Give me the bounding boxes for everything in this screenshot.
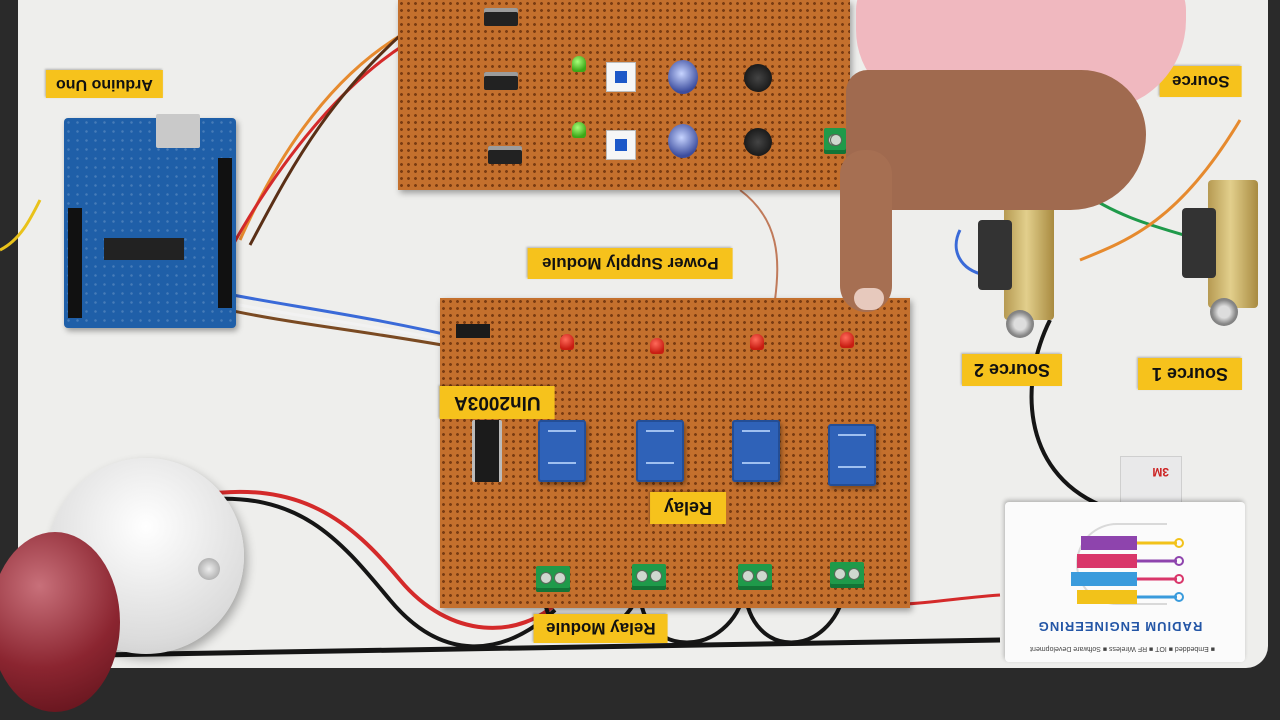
pin-header-analog bbox=[68, 208, 82, 318]
capacitor-1 bbox=[668, 60, 698, 94]
red-bulb bbox=[0, 532, 120, 712]
voltage-regulator-3 bbox=[488, 146, 522, 164]
label-arduino: Arduino Uno bbox=[46, 70, 163, 98]
relay-4 bbox=[828, 424, 876, 486]
pin-header-digital bbox=[218, 158, 232, 308]
hand bbox=[826, 0, 1186, 312]
red-led-4 bbox=[840, 332, 854, 348]
logo-name: RADIUM ENGINEERING bbox=[1037, 619, 1203, 634]
microcontroller-chip bbox=[104, 238, 184, 260]
green-led-1 bbox=[572, 56, 586, 72]
palm bbox=[846, 70, 1146, 210]
circuit-brain-icon bbox=[1071, 523, 1184, 605]
relay-terminal-3 bbox=[738, 564, 772, 590]
pointing-finger bbox=[840, 150, 892, 312]
voltage-regulator-1 bbox=[484, 8, 518, 26]
voltage-regulator-2 bbox=[484, 72, 518, 90]
lamp-screw bbox=[198, 558, 220, 580]
label-power-supply: Power Supply Module bbox=[528, 248, 733, 279]
capacitor-2 bbox=[668, 124, 698, 158]
logo-tagline: ■ Embedded ■ IOT ■ RF Wireless ■ Softwar… bbox=[1030, 645, 1215, 652]
push-button-1[interactable] bbox=[606, 62, 636, 92]
transformer-2 bbox=[978, 192, 1068, 338]
power-supply-board bbox=[398, 0, 850, 190]
transformer-1-coil bbox=[1182, 208, 1216, 278]
relay-2 bbox=[636, 420, 684, 482]
supply-terminal bbox=[824, 128, 846, 154]
relay-terminal-2 bbox=[632, 564, 666, 590]
transformer-1 bbox=[1182, 180, 1272, 326]
tape-3m: 3M bbox=[1120, 456, 1182, 506]
label-uln2003a: Uln2003A bbox=[440, 386, 555, 419]
tape-3m-text: 3M bbox=[1152, 465, 1169, 479]
transformer-2-core bbox=[1004, 192, 1054, 320]
label-relay-module: Relay Module bbox=[534, 614, 668, 643]
label-relay: Relay bbox=[650, 492, 727, 524]
arduino-board bbox=[64, 114, 236, 328]
relay-1 bbox=[538, 420, 586, 482]
fingernail bbox=[854, 288, 884, 310]
label-source-2: Source 2 bbox=[962, 354, 1063, 386]
push-button-2[interactable] bbox=[606, 130, 636, 160]
potentiometer-1[interactable] bbox=[744, 64, 772, 92]
label-source-top: Source bbox=[1160, 66, 1242, 97]
ribbon-connector bbox=[456, 324, 490, 338]
transformer-1-bolt bbox=[1210, 298, 1238, 326]
red-led-2 bbox=[650, 338, 664, 354]
relay-3 bbox=[732, 420, 780, 482]
radium-logo-card: ■ Embedded ■ IOT ■ RF Wireless ■ Softwar… bbox=[1005, 502, 1245, 662]
transformer-2-coil bbox=[978, 220, 1012, 290]
relay-module-board bbox=[440, 298, 910, 608]
relay-terminal-4 bbox=[830, 562, 864, 588]
potentiometer-2[interactable] bbox=[744, 128, 772, 156]
red-led-3 bbox=[750, 334, 764, 350]
red-led-1 bbox=[560, 334, 574, 350]
uln2003a-ic bbox=[472, 420, 502, 482]
transformer-1-core bbox=[1208, 180, 1258, 308]
transformer-2-bolt bbox=[1006, 310, 1034, 338]
usb-port bbox=[156, 114, 200, 148]
label-source-1: Source 1 bbox=[1138, 358, 1243, 390]
green-led-2 bbox=[572, 122, 586, 138]
relay-terminal-1 bbox=[536, 566, 570, 592]
